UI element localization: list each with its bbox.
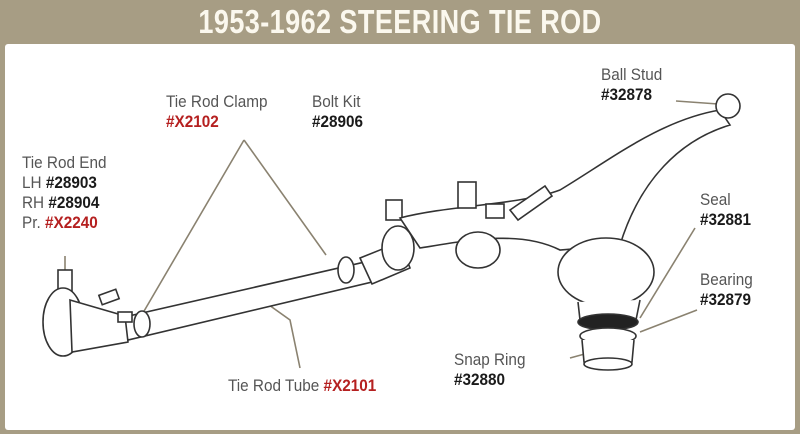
bolt-kit-part-number: #28906 — [312, 112, 364, 131]
bolt-kit-label: Bolt Kit #28906 — [312, 92, 363, 132]
ball-stud-name: Ball Stud — [601, 65, 663, 84]
bolt-kit-name: Bolt Kit — [312, 92, 361, 111]
tie-rod-end-label: Tie Rod End LH #28903 RH #28904 Pr. #X22… — [22, 153, 106, 233]
seal-label: Seal #32881 — [700, 190, 751, 230]
left-tie-rod-end — [42, 269, 133, 357]
bearing-label: Bearing #32879 — [700, 270, 753, 310]
tie-rod-tube-part-number: #X2101 — [323, 376, 377, 395]
tie-rod-tube-label: Tie Rod Tube #X2101 — [228, 376, 376, 396]
rh-part-number: #28904 — [48, 193, 100, 212]
page-title: 1953-1962 STEERING TIE ROD — [198, 3, 602, 40]
tie-rod-end-name: Tie Rod End — [22, 153, 107, 172]
tie-rod-tube — [118, 256, 374, 341]
tie-rod-clamp-label: Tie Rod Clamp #X2102 — [166, 92, 267, 132]
bearing-housing — [557, 237, 655, 371]
seal-part-number: #32881 — [700, 210, 752, 229]
seal-name: Seal — [700, 190, 731, 209]
bearing-name: Bearing — [700, 270, 753, 289]
rh-prefix: RH — [22, 193, 45, 212]
tie-rod-tube-name: Tie Rod Tube — [228, 376, 320, 395]
ball-stud — [715, 93, 741, 119]
tie-rod-clamp-name: Tie Rod Clamp — [166, 92, 268, 111]
right-tie-rod-end — [358, 199, 415, 286]
pr-prefix: Pr. — [22, 213, 41, 232]
steering-arm — [398, 109, 732, 269]
pair-part-number: #X2240 — [44, 213, 98, 232]
snap-ring-label: Snap Ring #32880 — [454, 350, 525, 390]
ball-stud-label: Ball Stud #32878 — [601, 65, 662, 105]
bearing-part-number: #32879 — [700, 290, 752, 309]
lh-prefix: LH — [22, 173, 42, 192]
ball-stud-part-number: #32878 — [601, 85, 653, 104]
lh-part-number: #28903 — [45, 173, 97, 192]
tie-rod-clamp-part-number: #X2102 — [166, 112, 219, 131]
snap-ring-part-number: #32880 — [454, 370, 506, 389]
snap-ring-name: Snap Ring — [454, 350, 526, 369]
